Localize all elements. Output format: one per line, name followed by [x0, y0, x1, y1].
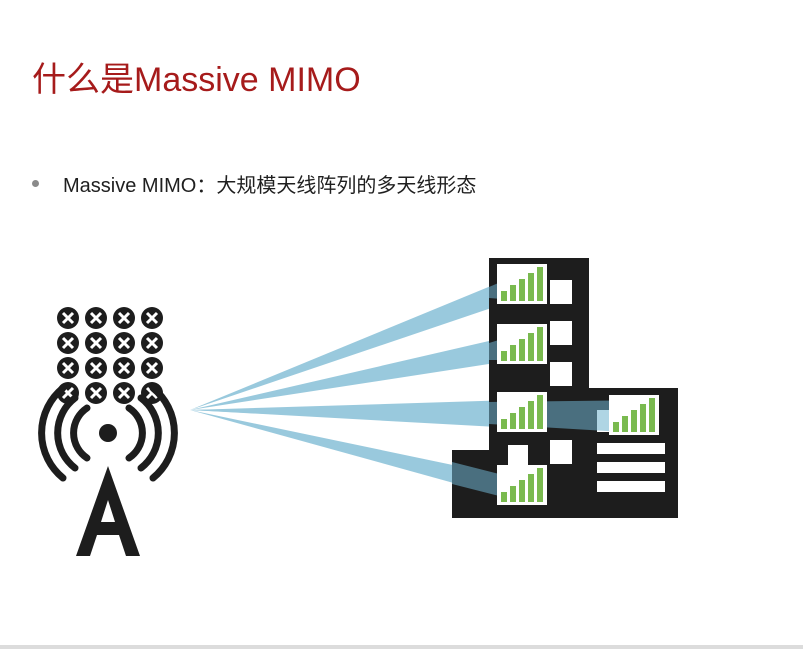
beam	[190, 276, 515, 410]
beam	[190, 410, 515, 500]
antenna-element-icon	[113, 382, 135, 404]
antenna-element-icon	[113, 307, 135, 329]
antenna-element-icon	[141, 307, 163, 329]
antenna-element-icon	[85, 332, 107, 354]
beam	[190, 335, 515, 410]
bottom-divider	[0, 645, 803, 649]
antenna-element-icon	[113, 332, 135, 354]
antenna-array-icon	[57, 307, 163, 404]
bullet-text: Massive MIMO：大规模天线阵列的多天线形态	[63, 174, 477, 197]
beam	[190, 400, 515, 428]
signal-strength-icon	[497, 324, 547, 364]
antenna-element-icon	[85, 357, 107, 379]
antenna-element-icon	[57, 357, 79, 379]
slide-title: 什么是Massive MIMO	[32, 61, 361, 99]
signal-strength-icon	[497, 392, 547, 432]
antenna-element-icon	[141, 332, 163, 354]
bullet-dot-icon	[32, 179, 39, 187]
antenna-element-icon	[113, 357, 135, 379]
signal-strength-icon	[497, 465, 547, 505]
antenna-element-icon	[85, 307, 107, 329]
signal-strength-icon	[609, 395, 659, 435]
massive-mimo-illustration	[38, 258, 678, 556]
antenna-element-icon	[57, 332, 79, 354]
bullet-item: Massive MIMO：大规模天线阵列的多天线形态	[32, 170, 477, 197]
antenna-element-icon	[57, 307, 79, 329]
signal-icons	[497, 264, 659, 505]
antenna-element-icon	[141, 357, 163, 379]
signal-strength-icon	[497, 264, 547, 304]
broadcast-tower-icon	[38, 384, 178, 556]
antenna-element-icon	[85, 382, 107, 404]
